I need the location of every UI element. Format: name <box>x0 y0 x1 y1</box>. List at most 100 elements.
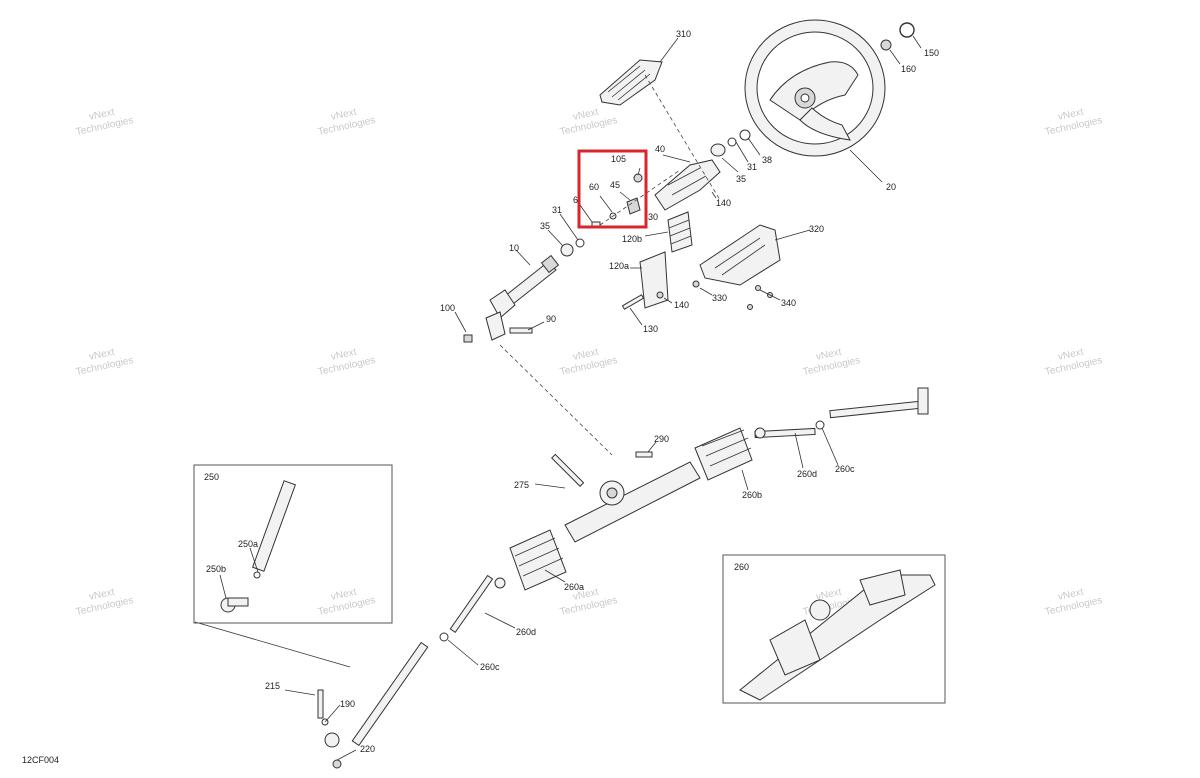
inner-tie-rod-260d-top[interactable] <box>754 427 816 439</box>
bolt-290[interactable] <box>635 451 653 458</box>
label-45: 45 <box>610 180 620 190</box>
nut-100[interactable] <box>463 334 473 343</box>
label-260d-bottom: 260d <box>516 627 536 637</box>
watermark-line1: vNext <box>330 587 358 603</box>
column-boot-120b[interactable] <box>667 211 693 253</box>
nut-105[interactable] <box>633 173 643 183</box>
jam-nut-260c-bot[interactable] <box>439 632 449 642</box>
watermark-line1: vNext <box>572 107 600 123</box>
steering-rack[interactable] <box>564 461 701 543</box>
label-250: 250 <box>204 472 219 482</box>
inner-tie-rod-260d-bot[interactable] <box>449 574 506 633</box>
part-labels: 310 150 160 105 40 45 60 6 30 35 31 38 2… <box>22 29 939 765</box>
label-140-lower: 140 <box>674 300 689 310</box>
watermark-line1: vNext <box>1057 107 1085 123</box>
watermark-line1: vNext <box>815 347 843 363</box>
label-330: 330 <box>712 293 727 303</box>
bolt-275[interactable] <box>551 453 585 487</box>
label-260c-top: 260c <box>835 464 855 474</box>
screws-340[interactable] <box>747 285 773 310</box>
label-260c-bottom: 260c <box>480 662 500 672</box>
jam-nut-260c-top[interactable] <box>815 420 825 430</box>
label-320: 320 <box>809 224 824 234</box>
inset-box-260 <box>722 554 946 704</box>
bolt-130[interactable] <box>621 294 645 310</box>
rack-boot-260a[interactable] <box>509 529 567 591</box>
outer-tie-rod-bot[interactable] <box>324 641 429 748</box>
label-260b: 260b <box>742 490 762 500</box>
bolt-6[interactable] <box>591 221 601 227</box>
label-250b: 250b <box>206 564 226 574</box>
watermark-line1: vNext <box>330 107 358 123</box>
label-140-upper: 140 <box>716 198 731 208</box>
column-cover-310[interactable] <box>599 59 663 106</box>
label-90: 90 <box>546 314 556 324</box>
washers-31-35-left[interactable] <box>560 238 585 257</box>
label-130: 130 <box>643 324 658 334</box>
bushing-45[interactable] <box>626 197 641 215</box>
clip-330[interactable] <box>692 280 700 288</box>
bolt-140-mid[interactable] <box>656 291 664 299</box>
label-60: 60 <box>589 182 599 192</box>
label-220: 220 <box>360 744 375 754</box>
label-250a: 250a <box>238 539 258 549</box>
label-120b: 120b <box>622 234 642 244</box>
label-6: 6 <box>573 195 578 205</box>
bolt-215[interactable] <box>317 689 324 719</box>
nut-220[interactable] <box>332 759 342 769</box>
lower-cover-320[interactable] <box>699 224 781 286</box>
nut-160[interactable] <box>880 39 892 51</box>
label-260a: 260a <box>564 582 584 592</box>
watermark-line1: vNext <box>88 107 116 123</box>
column-part-120a[interactable] <box>639 251 669 309</box>
label-30: 30 <box>648 212 658 222</box>
ring-150[interactable] <box>899 22 915 38</box>
watermark-line1: vNext <box>815 587 843 603</box>
watermark-line1: vNext <box>330 347 358 363</box>
bolt-90[interactable] <box>509 327 533 334</box>
washers-38-31-35[interactable] <box>710 129 751 157</box>
label-290: 290 <box>654 434 669 444</box>
label-260: 260 <box>734 562 749 572</box>
label-105: 105 <box>611 154 626 164</box>
label-35-upper: 35 <box>736 174 746 184</box>
watermark-line1: vNext <box>572 347 600 363</box>
label-120a: 120a <box>609 261 629 271</box>
highlight-box <box>577 149 648 229</box>
label-310: 310 <box>676 29 691 39</box>
label-20: 20 <box>886 182 896 192</box>
watermark-line1: vNext <box>88 347 116 363</box>
label-340: 340 <box>781 298 796 308</box>
column-bracket-40[interactable] <box>654 159 721 211</box>
label-215: 215 <box>265 681 280 691</box>
label-35-left: 35 <box>540 221 550 231</box>
label-260d-top: 260d <box>797 469 817 479</box>
label-160: 160 <box>901 64 916 74</box>
steering-shaft-10[interactable] <box>485 254 560 341</box>
watermark-line1: vNext <box>572 587 600 603</box>
label-150: 150 <box>924 48 939 58</box>
label-275: 275 <box>514 480 529 490</box>
label-31-upper: 31 <box>747 162 757 172</box>
label-38: 38 <box>762 155 772 165</box>
watermark-line1: vNext <box>88 587 116 603</box>
assembly-lines <box>194 74 721 668</box>
steering-wheel[interactable] <box>744 19 886 157</box>
leader-lines <box>219 35 922 761</box>
rack-boot-260b[interactable] <box>694 427 753 481</box>
outer-tie-rod-top[interactable] <box>829 387 929 419</box>
